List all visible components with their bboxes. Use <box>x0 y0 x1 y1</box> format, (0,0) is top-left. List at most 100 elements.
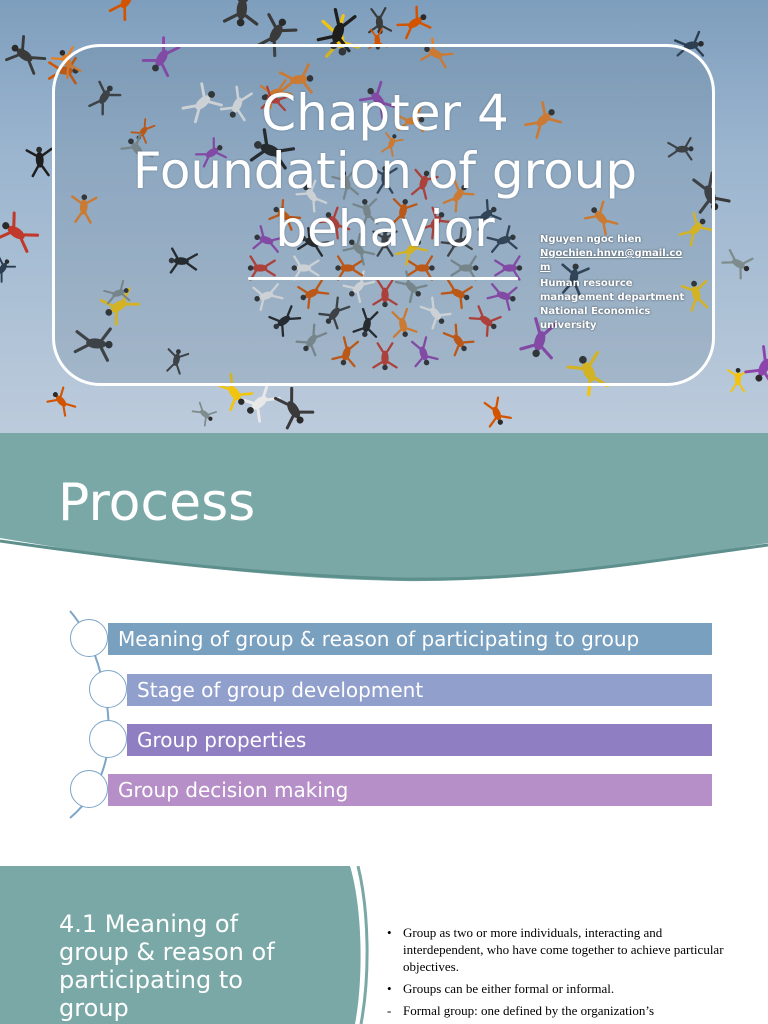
skydiver <box>483 396 512 428</box>
skydiver <box>247 255 276 281</box>
skydiver <box>468 199 502 231</box>
skydiver <box>99 287 141 326</box>
skydiver <box>297 279 330 310</box>
skydiver <box>468 305 502 337</box>
skydiver <box>440 226 473 257</box>
title-frame <box>52 44 715 386</box>
skydiver <box>222 0 259 27</box>
skydiver <box>358 80 398 120</box>
skydiver <box>318 206 351 240</box>
bullet-list: • Group as two or more individuals, inte… <box>387 924 727 1024</box>
step-2-marker <box>89 670 127 708</box>
skydiver <box>168 247 199 274</box>
skydiver <box>396 5 432 40</box>
skydiver <box>391 198 418 229</box>
bullet-text: Group as two or more individuals, intera… <box>403 925 724 974</box>
skydiver <box>381 132 404 157</box>
skydiver <box>331 336 360 368</box>
step-1-marker <box>70 619 108 657</box>
skydiver <box>440 279 473 310</box>
bullet-marker: - <box>387 1003 392 1018</box>
skydiver <box>450 255 479 281</box>
skydiver <box>420 37 454 69</box>
skydiver <box>486 225 518 253</box>
title-line-3: behavior <box>275 200 495 258</box>
skydiver <box>103 279 131 305</box>
skydiver <box>108 0 146 22</box>
skydiver <box>216 372 254 412</box>
skydiver <box>120 132 154 167</box>
skydiver <box>368 7 393 35</box>
skydiver <box>410 168 439 200</box>
skydiver <box>680 279 709 312</box>
skydiver <box>297 226 330 257</box>
step-3-label: Group properties <box>137 728 307 752</box>
header-band <box>0 433 768 582</box>
skydiver <box>352 307 379 338</box>
skydiver <box>726 367 750 393</box>
skydiver <box>0 211 40 253</box>
step-4-bar[interactable]: Group decision making <box>108 774 712 806</box>
title-slide: Chapter 4 Foundation of group behavior N… <box>0 0 768 433</box>
skydiver <box>372 165 398 194</box>
step-3-bar[interactable]: Group properties <box>127 724 712 756</box>
skydiver <box>486 283 518 311</box>
skydiver <box>255 13 298 58</box>
bullet-marker: • <box>387 981 392 996</box>
skydiver <box>519 317 557 360</box>
skydiver <box>342 232 376 266</box>
skydivers-photo <box>0 0 768 430</box>
author-email-link[interactable]: Ngochien.hnvn@gmail.com <box>540 248 683 273</box>
skydiver <box>219 85 253 122</box>
skydiver <box>331 168 360 200</box>
skydiver <box>352 198 379 229</box>
skydiver <box>406 255 435 281</box>
step-1-label: Meaning of group & reason of participati… <box>118 627 640 651</box>
skydiver <box>46 386 77 417</box>
skydiver <box>678 212 713 247</box>
skydiver <box>273 386 315 430</box>
title-underline <box>248 277 518 280</box>
bullet-text: Groups can be either formal or informal. <box>403 981 615 996</box>
step-4-marker <box>70 770 108 808</box>
skydiver <box>342 270 376 304</box>
bullet-item: - Formal group: one defined by the organ… <box>387 1002 727 1019</box>
bullet-text: Formal group: one defined by the organiz… <box>403 1003 655 1018</box>
skydiver <box>25 146 53 178</box>
skydiver <box>391 307 418 338</box>
skydiver <box>5 35 47 75</box>
skydiver <box>566 350 609 397</box>
skydiver <box>394 270 428 304</box>
skydiver <box>141 36 181 78</box>
author-university: National Economics university <box>540 306 651 331</box>
skydiver <box>667 137 694 161</box>
skydiver <box>494 255 523 281</box>
skydiver <box>249 128 296 170</box>
content-slide: 4.1 Meaning of group & reason of partici… <box>0 866 768 1024</box>
skydiver <box>744 345 768 386</box>
author-department: Human resource management department <box>540 278 685 303</box>
skydiver <box>295 323 328 357</box>
skydiver <box>561 263 590 297</box>
step-1-bar[interactable]: Meaning of group & reason of participati… <box>108 623 712 655</box>
skydiver <box>442 323 475 357</box>
skydiver <box>268 305 302 337</box>
process-slide: Process Meaning of group & reason of par… <box>0 433 768 833</box>
skydiver <box>372 342 398 371</box>
step-3-marker <box>89 720 127 758</box>
skydiver <box>71 194 98 224</box>
skydiver <box>318 296 351 330</box>
skydiver <box>191 401 217 427</box>
skydiver <box>583 200 619 236</box>
skydiver <box>0 255 17 283</box>
skydiver <box>410 336 439 368</box>
step-2-bar[interactable]: Stage of group development <box>127 674 712 706</box>
skydiver <box>372 279 398 308</box>
skydiver <box>721 249 754 280</box>
bullet-item: • Groups can be either formal or informa… <box>387 980 727 997</box>
skydiver <box>442 179 475 213</box>
skydiver <box>395 107 425 133</box>
skydiver <box>278 63 314 94</box>
section-title: 4.1 Meaning of group & reason of partici… <box>59 910 275 1022</box>
skydiver <box>419 296 452 330</box>
